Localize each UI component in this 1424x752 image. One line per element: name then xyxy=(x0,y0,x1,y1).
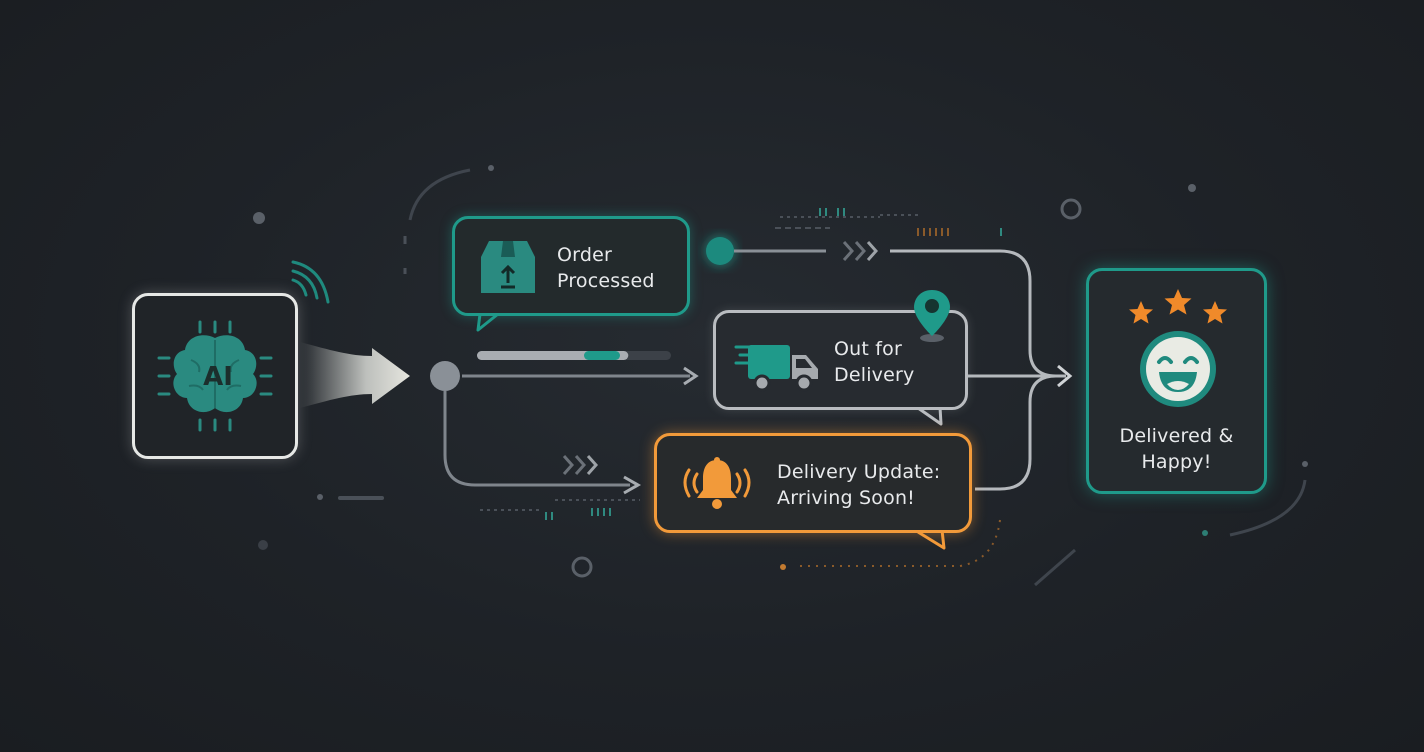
bell-icon xyxy=(683,457,751,509)
order-processed-line1: Order xyxy=(557,244,612,266)
brain-circuit-icon xyxy=(157,320,273,432)
stars-icon xyxy=(1129,289,1227,324)
chevrons-bottom xyxy=(562,455,599,475)
delivery-truck-icon xyxy=(734,345,818,392)
decor-dot xyxy=(1188,184,1196,192)
signal-waves xyxy=(291,260,330,304)
decor-arc xyxy=(408,168,471,221)
decor-line xyxy=(1034,548,1076,587)
decor-ring xyxy=(571,556,593,578)
out-for-delivery-line2: Delivery xyxy=(834,364,915,386)
delivery-update-card[interactable]: Delivery Update: Arriving Soon! xyxy=(654,433,972,533)
bubble-tail xyxy=(917,406,943,426)
bubble-tail xyxy=(476,312,499,332)
package-icon xyxy=(481,241,535,293)
decor-dot xyxy=(317,494,323,500)
decor-dot xyxy=(1202,530,1208,536)
decor-dot xyxy=(780,564,786,570)
teal-node xyxy=(706,237,734,265)
ai-label: AI xyxy=(203,362,233,392)
decor-ticks-orange xyxy=(917,228,949,236)
decor-dot xyxy=(258,540,268,550)
decor-ring xyxy=(1060,198,1082,220)
chevrons-top xyxy=(842,241,879,261)
delivered-line2: Happy! xyxy=(1141,451,1212,473)
decor-arc xyxy=(1229,479,1307,537)
smiley-face-icon xyxy=(1140,331,1216,407)
hub-node xyxy=(430,361,460,391)
order-processed-card[interactable]: Order Processed xyxy=(452,216,690,316)
delivered-line1: Delivered & xyxy=(1119,425,1234,447)
main-flow-arrow xyxy=(300,342,410,408)
ai-node[interactable]: AI xyxy=(132,293,298,459)
decor-dot xyxy=(1302,461,1308,467)
out-for-delivery-line1: Out for xyxy=(834,338,903,360)
order-processed-line2: Processed xyxy=(557,270,655,292)
delivery-update-line1: Delivery Update: xyxy=(777,461,941,483)
delivered-happy-card[interactable]: Delivered & Happy! xyxy=(1086,268,1267,494)
delivery-update-line2: Arriving Soon! xyxy=(777,487,915,509)
location-pin-icon xyxy=(914,290,950,342)
bubble-tail xyxy=(917,529,946,550)
decor-dot xyxy=(488,165,494,171)
progress-segment xyxy=(584,351,620,360)
decor-ticks xyxy=(545,208,1002,520)
decor-dot xyxy=(253,212,265,224)
